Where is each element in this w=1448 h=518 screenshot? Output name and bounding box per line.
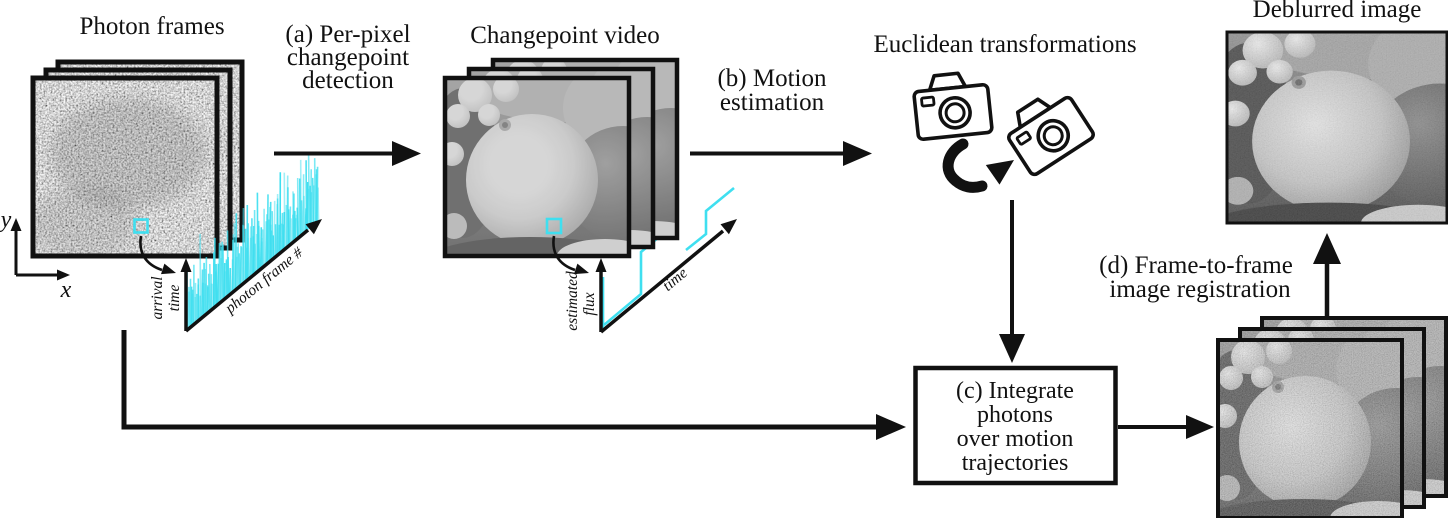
camera-icon — [910, 68, 995, 142]
photons-to-integration-connector — [121, 330, 876, 430]
deblurred-title: Deblurred image — [1253, 0, 1422, 23]
arrow-a-arrowhead-icon — [392, 141, 421, 166]
photon-frames-stack — [28, 59, 245, 259]
x-axis-arrowhead-icon — [57, 269, 70, 281]
arrow-right-arrowhead-icon — [1186, 415, 1214, 439]
step-c-label-line1: (c) Integrate — [956, 378, 1074, 404]
step-d-label-line2: image registration — [1109, 276, 1291, 303]
changepoint-video-stack — [442, 57, 680, 275]
step-c-label-line4: trajectories — [962, 450, 1069, 476]
rotation-arrowhead-icon — [985, 160, 1014, 185]
changepoint-pixel-marker — [545, 217, 563, 235]
photon-frame-front — [28, 78, 217, 258]
step-c-label-line3: over motion — [957, 426, 1074, 452]
arrow-b-arrowhead-icon — [843, 141, 872, 166]
euclidean-title: Euclidean transformations — [873, 31, 1136, 58]
step-a-label-line2: changepoint — [287, 44, 409, 71]
arrival-ylabel-line2: time — [166, 285, 183, 312]
flux-xlabel: time — [659, 264, 690, 294]
changepoint-pixel-pointer — [552, 235, 576, 272]
photon-frame-front-border — [30, 75, 220, 259]
step-b-label-line1: (b) Motion — [717, 65, 827, 92]
arrival-frame-axis — [184, 228, 310, 333]
arrow-down-arrowhead-icon — [999, 334, 1025, 363]
flux-time-axis-arrowhead-icon — [720, 219, 737, 235]
image-xy-axes: x y — [0, 207, 72, 303]
step-d-label-line1: (d) Frame-to-frame — [1099, 252, 1293, 279]
deblurred-image-border — [1225, 30, 1448, 225]
photon-pixel-pointer-arrowhead-icon — [161, 263, 176, 275]
flux-y-axis-arrowhead-icon — [595, 258, 607, 272]
photon-pixel-pointer — [139, 235, 163, 272]
photon-arrival-spikes — [185, 153, 320, 329]
arrow-d-arrowhead-icon — [1313, 233, 1341, 264]
registered-frames-stack — [1216, 316, 1448, 518]
flux-ylabel-line2: flux — [581, 292, 598, 315]
flux-time-axis — [599, 229, 725, 334]
step-c-label-line2: photons — [977, 402, 1053, 428]
euclidean-cameras — [910, 68, 1097, 193]
deblurred-image — [1225, 30, 1448, 225]
photon-frames-title: Photon frames — [79, 13, 224, 40]
y-axis-arrowhead-icon — [10, 218, 22, 231]
integration-box: (c) Integrate photons over motion trajec… — [913, 365, 1118, 486]
photon-pixel-marker — [133, 218, 149, 234]
changepoint-frame-front-border — [442, 75, 632, 259]
arrival-ylabel-line1: arrival — [149, 276, 166, 319]
flux-ylabel-line1: estimated — [564, 271, 581, 331]
step-a-label-line1: (a) Per-pixel — [285, 21, 410, 48]
rotation-arrow — [942, 138, 988, 193]
integration-box-border — [913, 365, 1118, 486]
step-a-label-line3: detection — [302, 67, 394, 94]
xy-axes-lines — [14, 229, 59, 277]
x-axis-label: x — [60, 277, 72, 303]
step-b-label-line2: estimation — [720, 89, 825, 116]
arrival-frame-axis-arrowhead-icon — [305, 219, 322, 235]
connector-arrowhead-icon — [876, 414, 906, 440]
y-axis-label: y — [0, 207, 12, 233]
changepoint-pixel-pointer-arrowhead-icon — [574, 263, 589, 275]
camera-rotated-icon — [997, 82, 1097, 179]
registered-frame-front-border — [1216, 338, 1404, 518]
arrival-y-axis-arrowhead-icon — [180, 258, 192, 272]
changepoint-video-title: Changepoint video — [470, 22, 660, 49]
